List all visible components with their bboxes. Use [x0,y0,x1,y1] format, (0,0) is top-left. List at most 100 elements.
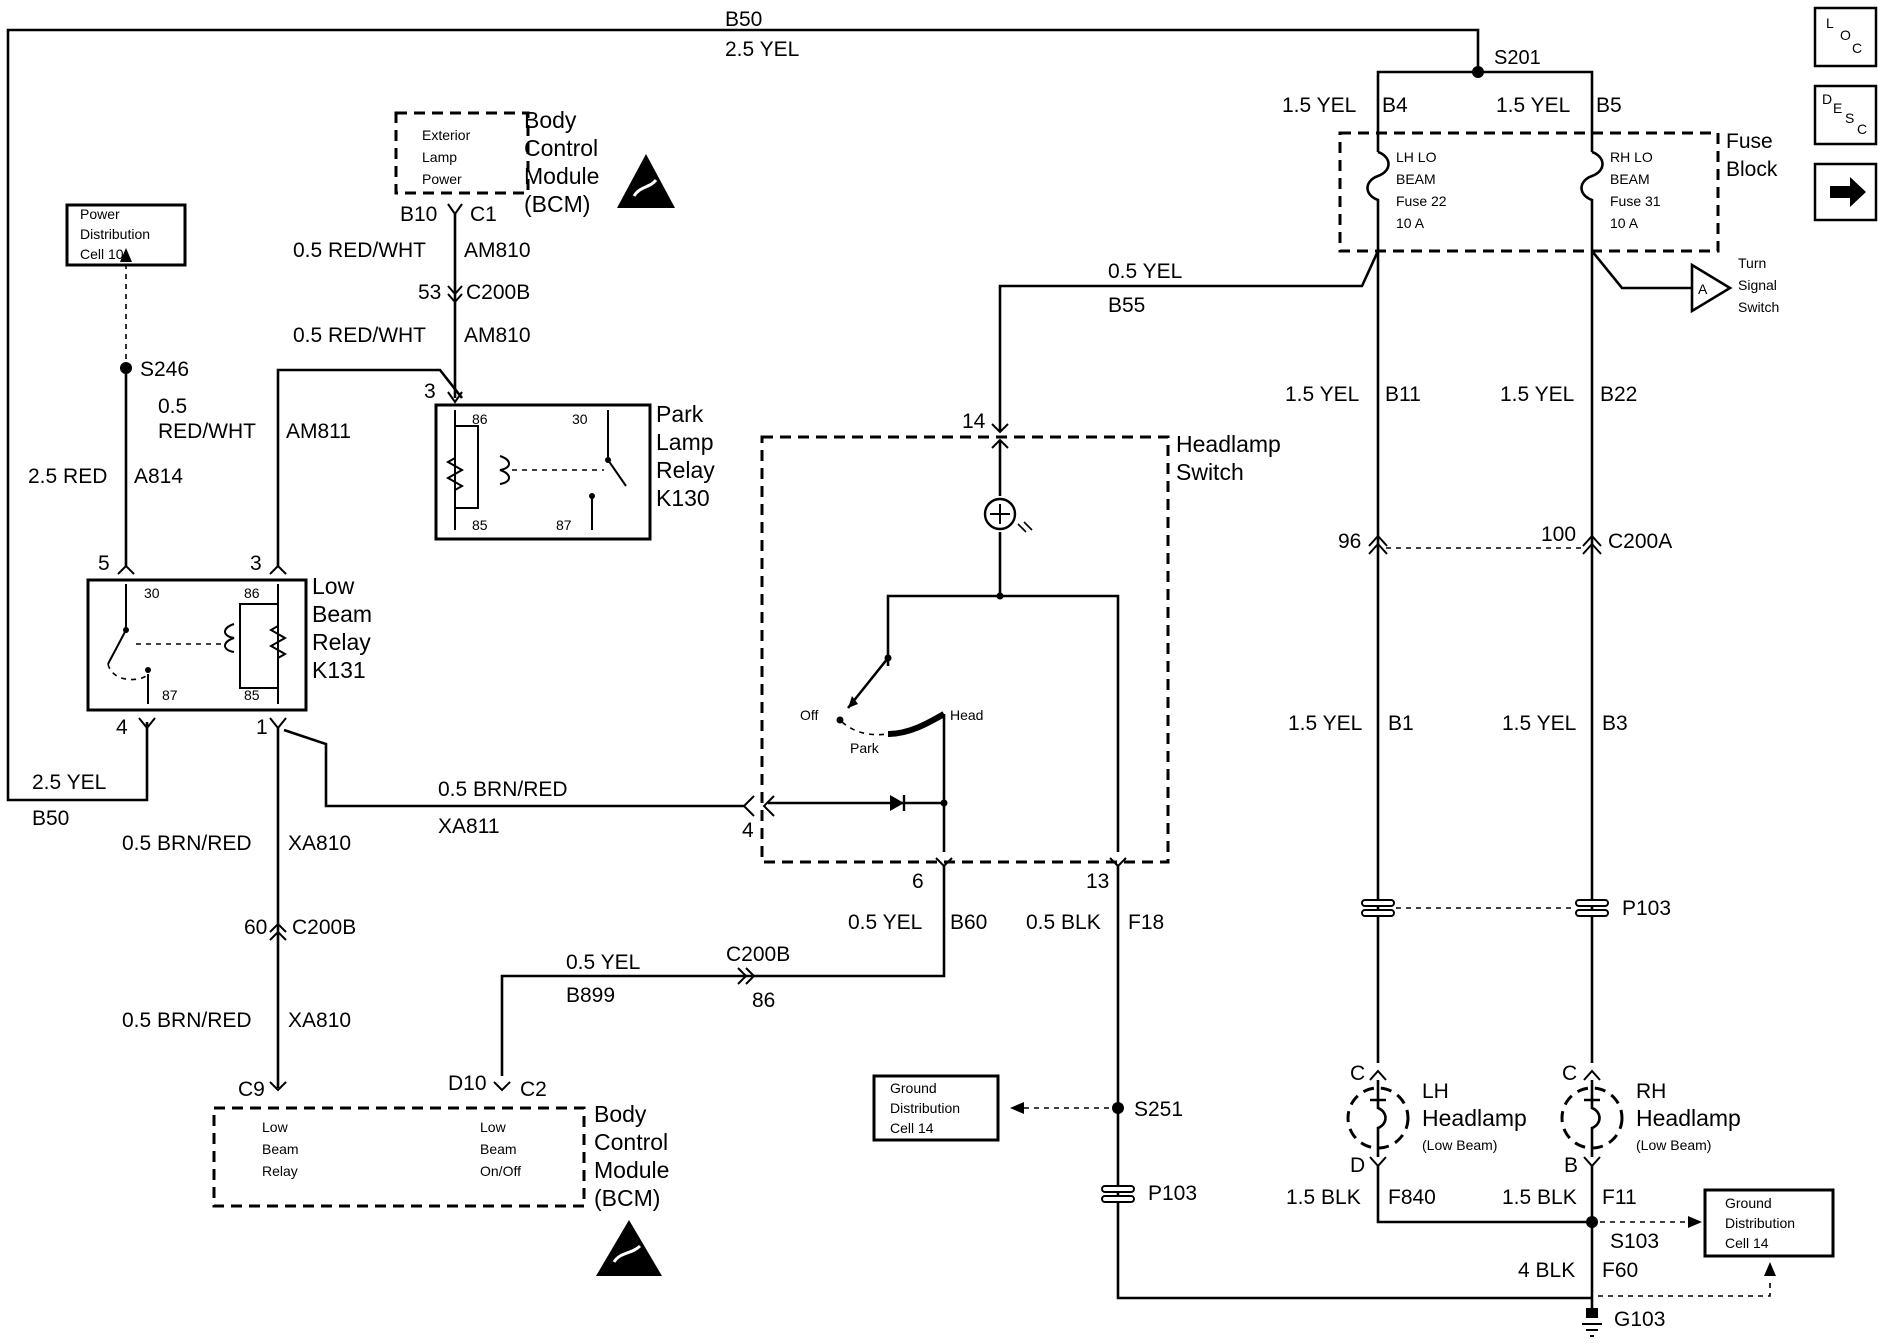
wire-s201-to-fuses [1376,70,1594,140]
bcm-top-title-3: Module [524,163,599,189]
fuse-block-outline [1338,131,1720,253]
lh-fuse-text-4: 10 A [1396,215,1425,231]
c200b-53-pin-label: 53 [418,281,441,304]
loc-letter-c: C [1852,40,1862,56]
rh-headlamp-pin-c [1583,1069,1601,1081]
splice-s251-dot [1112,1102,1124,1114]
desc-letter-c: C [1857,121,1867,137]
esd-warning-icon [617,154,675,208]
c200a-connector-label: C200A [1608,530,1672,553]
lh-headlamp-pin-c-label: C [1350,1062,1365,1085]
fuse-block-title-1: Fuse [1726,130,1773,153]
wire-f840 [1376,1166,1592,1224]
b4-wire-label: 1.5 YEL [1282,94,1356,117]
ground-distribution-right-box[interactable] [1703,1188,1835,1258]
b60-circuit-label: B60 [950,911,987,934]
park-relay-coil [445,410,510,530]
bcm-top-inner-2: Lamp [422,149,457,165]
f60-wire-label: 4 BLK [1518,1259,1575,1282]
park-relay-pin-86: 86 [472,411,488,427]
am811-wire-label-1: 0.5 [158,395,187,418]
ground-distribution-left-text-2: Distribution [890,1100,960,1116]
low-relay-switch-arc [107,663,147,681]
hs-off-label: Off [800,707,819,723]
f18-wire-label: 0.5 BLK [1026,911,1101,934]
rh-headlamp-pin-b-label: B [1564,1154,1578,1177]
rh-headlamp-pin-c-label: C [1562,1062,1577,1085]
rh-fuse-text-3: Fuse 31 [1610,193,1661,209]
bcm-top-outline [394,111,530,195]
desc-letter-d: D [1822,91,1832,107]
low-relay-pin3-label: 3 [250,552,262,575]
bcm-top-title-4: (BCM) [524,191,590,217]
nav-button-description[interactable]: D E S C [1813,84,1878,146]
bcm-bottom-title-3: Module [594,1157,669,1183]
hs-pin-4-terminal [742,795,755,817]
hs-pin14-label: 14 [962,410,986,433]
low-relay-pin-5-terminal [117,564,135,575]
hs-pin-4-inner-terminal [762,795,775,817]
park-relay-switch [591,410,627,530]
park-relay-pin-85: 85 [472,517,488,533]
hs-illumination-lamp-icon [983,497,1033,533]
low-relay-contact-87 [145,667,151,673]
arrow-right-icon [1830,177,1866,207]
c200b-60-pin [269,922,287,941]
bcm-bottom-pin-c2: C2 [520,1078,547,1101]
xa811-wire-label: 0.5 BRN/RED [438,778,568,801]
lh-fuse-text-1: LH LO [1396,149,1437,165]
b55-circuit-label: B55 [1108,294,1145,317]
desc-letter-e: E [1833,100,1842,116]
bcm-top-pin-c1: C1 [470,203,497,226]
hs-park-label: Park [850,740,880,756]
bcm-top-inner-3: Power [422,171,462,187]
bcm-bottom-right-inner-3: On/Off [480,1163,521,1179]
hs-switch-arrow-icon [848,696,858,708]
ground-g103-label: G103 [1614,1308,1665,1331]
c200b-60-connector-label: C200B [292,916,356,939]
splice-s103-dot [1586,1216,1598,1228]
bcm-bottom-title-4: (BCM) [594,1185,660,1211]
hs-pin6-label: 6 [912,870,924,893]
b60-wire-label: 0.5 YEL [848,911,922,934]
low-relay-pin4-label: 4 [116,716,128,739]
b899-circuit-label: B899 [566,984,615,1007]
splice-s201-label: S201 [1494,47,1541,69]
bcm-bottom-right-inner-1: Low [480,1119,507,1135]
xa811-circuit-label: XA811 [438,815,500,838]
power-distribution-text-1: Power [80,206,120,222]
c200b-86-pin [737,967,756,985]
ground-distribution-left-box[interactable] [872,1074,1000,1142]
wire-b55 [998,250,1380,432]
lh-headlamp-bulb-outline [1346,1086,1410,1150]
power-distribution-text-3: Cell 10 [80,246,124,262]
esd-warning-icon-bottom [596,1220,662,1276]
bcm-top-title-2: Control [524,135,598,161]
rh-headlamp-bulb-outline [1560,1086,1624,1150]
b50-left-wire-label: 2.5 YEL [32,771,106,794]
bcm-bottom-left-inner-3: Relay [262,1163,298,1179]
hs-off-park-arc [841,721,889,736]
g103-ref-link [1598,1280,1771,1297]
park-relay-pin3-label: 3 [424,380,436,403]
wire-xa811 [283,728,744,808]
park-relay-title-3: Relay [656,457,715,483]
lh-headlamp-label-3: (Low Beam) [1422,1137,1497,1153]
bcm-top-title-1: Body [524,107,577,133]
bcm-bottom-title-1: Body [594,1101,647,1127]
low-relay-title-1: Low [312,573,355,599]
hs-pin4-label: 4 [742,819,754,842]
wire-to-turn-signal [1590,250,1692,290]
b22-circuit-label: B22 [1600,383,1637,406]
p103-right-label: P103 [1622,897,1671,920]
headlamp-switch-title-1: Headlamp [1176,431,1281,457]
next-page-button[interactable] [1813,162,1878,222]
b3-wire-label: 1.5 YEL [1502,712,1576,735]
b50-wire-label: 2.5 YEL [725,38,799,61]
wire-am811 [276,368,464,566]
lh-headlamp-pin-d-label: D [1350,1154,1365,1177]
low-relay-pin-1-terminal [269,717,287,730]
hs-diode-icon [890,795,904,811]
bcm-bottom-pin-c9: C9 [238,1078,265,1101]
nav-button-location[interactable]: L O C [1813,6,1878,68]
